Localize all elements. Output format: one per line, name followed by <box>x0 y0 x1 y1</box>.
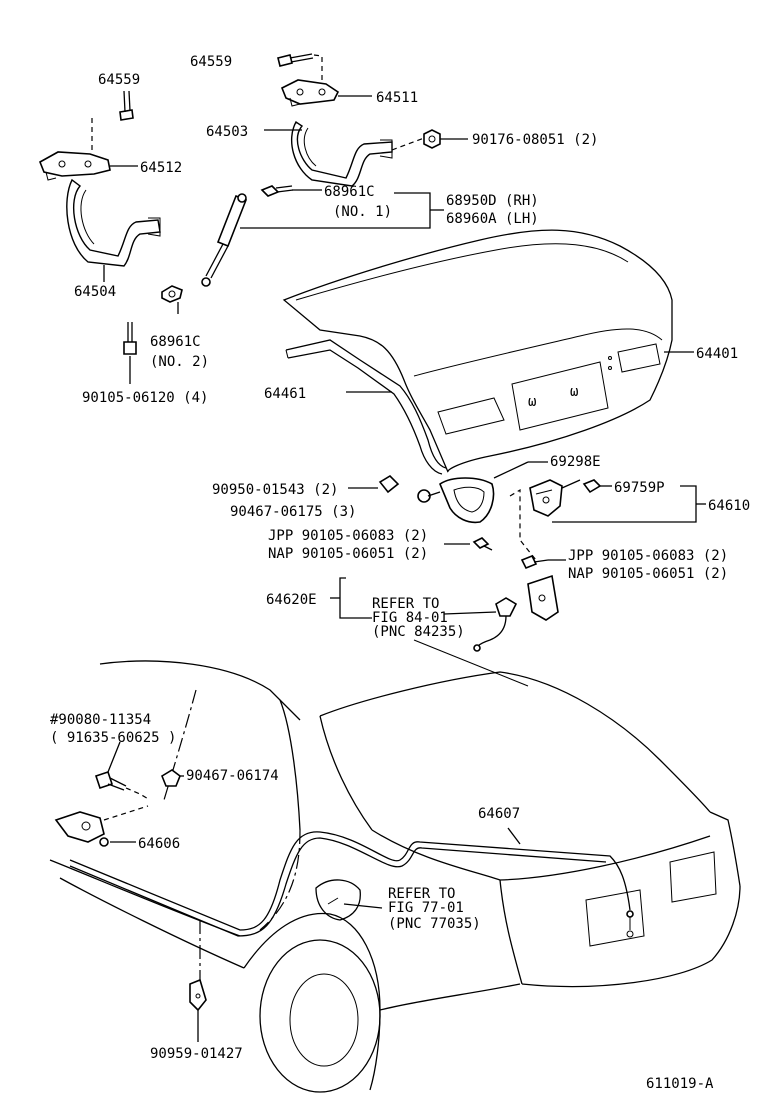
label-68950d-rh: 68950D (RH) <box>446 193 539 209</box>
label-90080-11354: #90080-11354 <box>50 712 151 728</box>
label-refer84-c: (PNC 84235) <box>372 624 465 640</box>
label-68961c-no2-sub: (NO. 2) <box>150 354 209 370</box>
label-jpp-left: JPP 90105-06083 (2) <box>268 528 428 544</box>
label-68961c-no2: 68961C <box>150 334 201 350</box>
label-64559-left: 64559 <box>98 72 140 88</box>
label-64503: 64503 <box>206 124 248 140</box>
label-90950-01543: 90950-01543 (2) <box>212 482 338 498</box>
label-64511: 64511 <box>376 90 418 106</box>
hinge-arm-64503 <box>291 120 393 187</box>
lock-cylinder-69298e <box>439 477 495 524</box>
opener-lever-64606 <box>54 811 109 847</box>
label-69298e: 69298E <box>550 454 601 470</box>
bolt-90105-06120 <box>123 322 137 355</box>
label-91635-60625: ( 91635-60625 ) <box>50 730 176 746</box>
label-68960a-lh: 68960A (LH) <box>446 211 539 227</box>
switch-69759p <box>582 479 602 494</box>
diagram-code: 611019-A <box>646 1076 714 1092</box>
label-90176-08051: 90176-08051 (2) <box>472 132 598 148</box>
stud-68961c-no1 <box>260 185 294 197</box>
label-69759p: 69759P <box>614 480 665 496</box>
hinge-bracket-64511 <box>280 79 340 107</box>
stud-68961c-no2 <box>161 285 183 303</box>
label-64606: 64606 <box>138 836 180 852</box>
label-64461: 64461 <box>264 386 306 402</box>
bolt-64559-left <box>119 90 134 121</box>
clip-90950 <box>378 474 400 494</box>
label-64607: 64607 <box>478 806 520 822</box>
trunk-lid-64401: ω ω <box>282 229 673 473</box>
nut-90176 <box>423 129 441 149</box>
label-refer77-b: FIG 77-01 <box>388 900 464 916</box>
hinge-arm-64504 <box>66 178 161 267</box>
label-90959-01427: 90959-01427 <box>150 1046 243 1062</box>
gas-strut <box>201 193 248 287</box>
emblem-mark-2: ω <box>570 384 578 400</box>
emblem-mark: ω <box>528 394 536 410</box>
clip-90467-06174 <box>161 769 181 787</box>
bolt-jpp-nap-left <box>472 537 493 551</box>
label-64401: 64401 <box>696 346 738 362</box>
label-64504: 64504 <box>74 284 116 300</box>
clamp-90959-01427 <box>189 978 207 1012</box>
label-68961c-no1-sub: (NO. 1) <box>333 204 392 220</box>
weatherstrip-64461 <box>285 339 447 475</box>
label-refer84-b: FIG 84-01 <box>372 610 448 626</box>
label-64620e: 64620E <box>266 592 317 608</box>
bolt-90467-06175 <box>417 489 441 503</box>
label-jpp-right: JPP 90105-06083 (2) <box>568 548 728 564</box>
label-68961c-no1: 68961C <box>324 184 375 200</box>
opener-cable-64607 <box>69 831 634 938</box>
label-nap-left: NAP 90105-06051 (2) <box>268 546 428 562</box>
label-nap-right: NAP 90105-06051 (2) <box>568 566 728 582</box>
bolt-jpp-nap-right <box>520 554 549 570</box>
label-64610: 64610 <box>708 498 750 514</box>
label-64512: 64512 <box>140 160 182 176</box>
bracket-64620e <box>527 574 559 621</box>
hinge-bracket-64512 <box>38 151 111 181</box>
label-refer84-a: REFER TO <box>372 596 439 612</box>
label-90467-06175: 90467-06175 (3) <box>230 504 356 520</box>
car-body <box>49 660 741 1093</box>
bolt-90080-11354 <box>94 770 127 791</box>
opener-cable-end <box>473 597 518 652</box>
label-90467-06174: 90467-06174 <box>186 768 279 784</box>
latch-64610 <box>529 479 581 517</box>
label-refer77-c: (PNC 77035) <box>388 916 481 932</box>
label-64559-top: 64559 <box>190 54 232 70</box>
label-refer77-a: REFER TO <box>388 886 455 902</box>
bolt-64559-top <box>277 53 314 67</box>
label-90105-06120: 90105-06120 (4) <box>82 390 208 406</box>
